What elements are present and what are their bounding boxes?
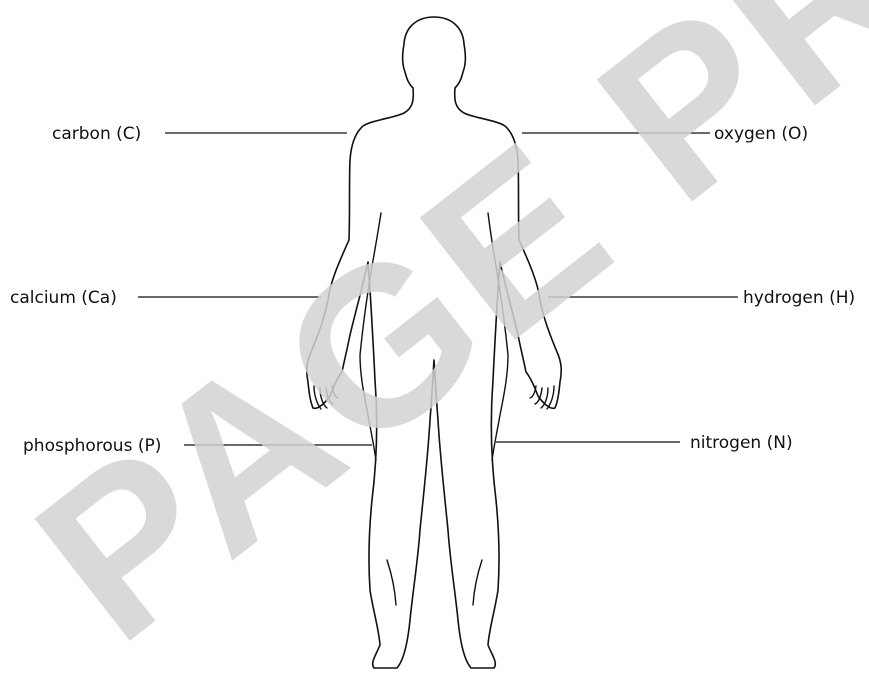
carbon-label: carbon (C) bbox=[52, 124, 141, 144]
nitrogen-label: nitrogen (N) bbox=[690, 433, 793, 453]
hydrogen-label: hydrogen (H) bbox=[743, 288, 855, 308]
calcium-label: calcium (Ca) bbox=[10, 288, 117, 308]
